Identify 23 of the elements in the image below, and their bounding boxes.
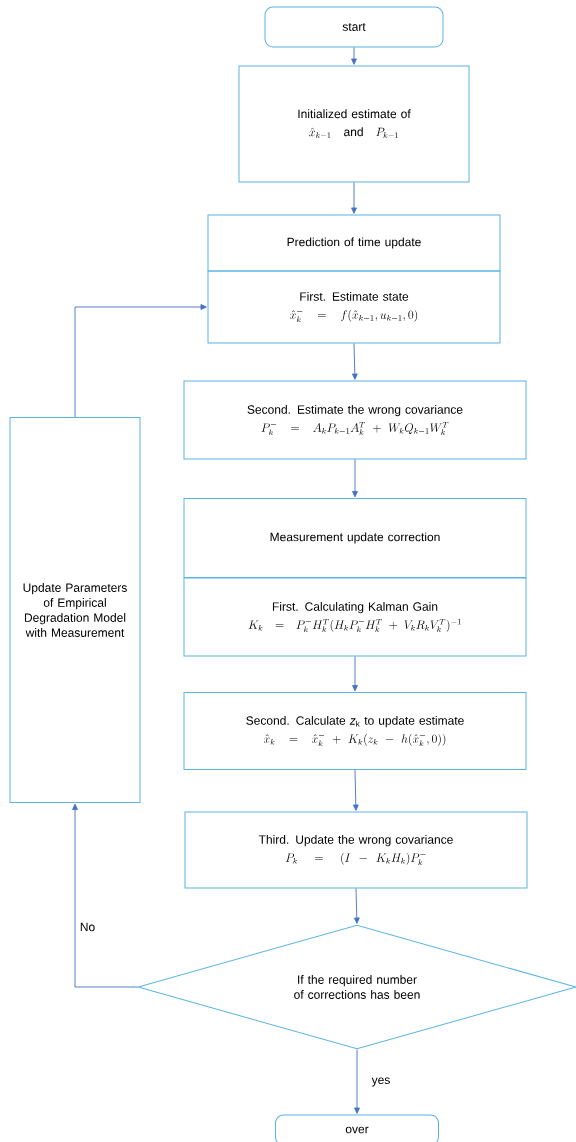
terminal-box: start [264,6,444,48]
terminal-box: over [275,1114,439,1142]
arrow [352,459,358,498]
process-box: First. Calculating Kalman Gain $K_k = P_k^- H_k^T (H_k P_k^- H_k^T + V_k R_k V_k^T)^{-1}$ [183,577,527,657]
arrow [351,182,357,214]
edge-label: yes [370,1076,392,1088]
process-box: Second. Estimate the wrong covariance $P_k^- = A_k P_{k-1} A_k^T + W_k Q_{k-1} W_k^T$ [183,380,527,460]
arrow [352,656,358,692]
arrow [74,304,207,418]
arrow [353,888,360,924]
process-box: Third. Update the wrong covariance $P_k = (I - K_k H_k) P_k^-$ [184,811,528,889]
process-box: First. Estimate state $\hat{x}_k^- = f(\hat{x}_{k-1}, u_{k-1}, 0)$ [207,270,501,344]
process-box: Measurement update correction [183,498,527,578]
edge-label: No [78,921,97,933]
arrow [72,803,138,988]
arrow [352,769,359,811]
process-box: Second. Calculate z$_{k}$ to update estimate $\hat{x}_k = \hat{x}_k^- + K_k(z_k - h(\hat{x}_k^-, 0))$ [183,692,527,770]
arrow [351,343,358,380]
process-box: Initialized estimate of $\hat{x}_{k-1}\quad \mathrm{and}\quad P_{k-1}$ [238,65,470,183]
arrow [351,47,357,65]
process-box: Prediction of time update [207,214,501,272]
process-box: Update Parameters of Empirical Degradation Model with Measurement [9,417,141,803]
arrow [354,1049,360,1114]
